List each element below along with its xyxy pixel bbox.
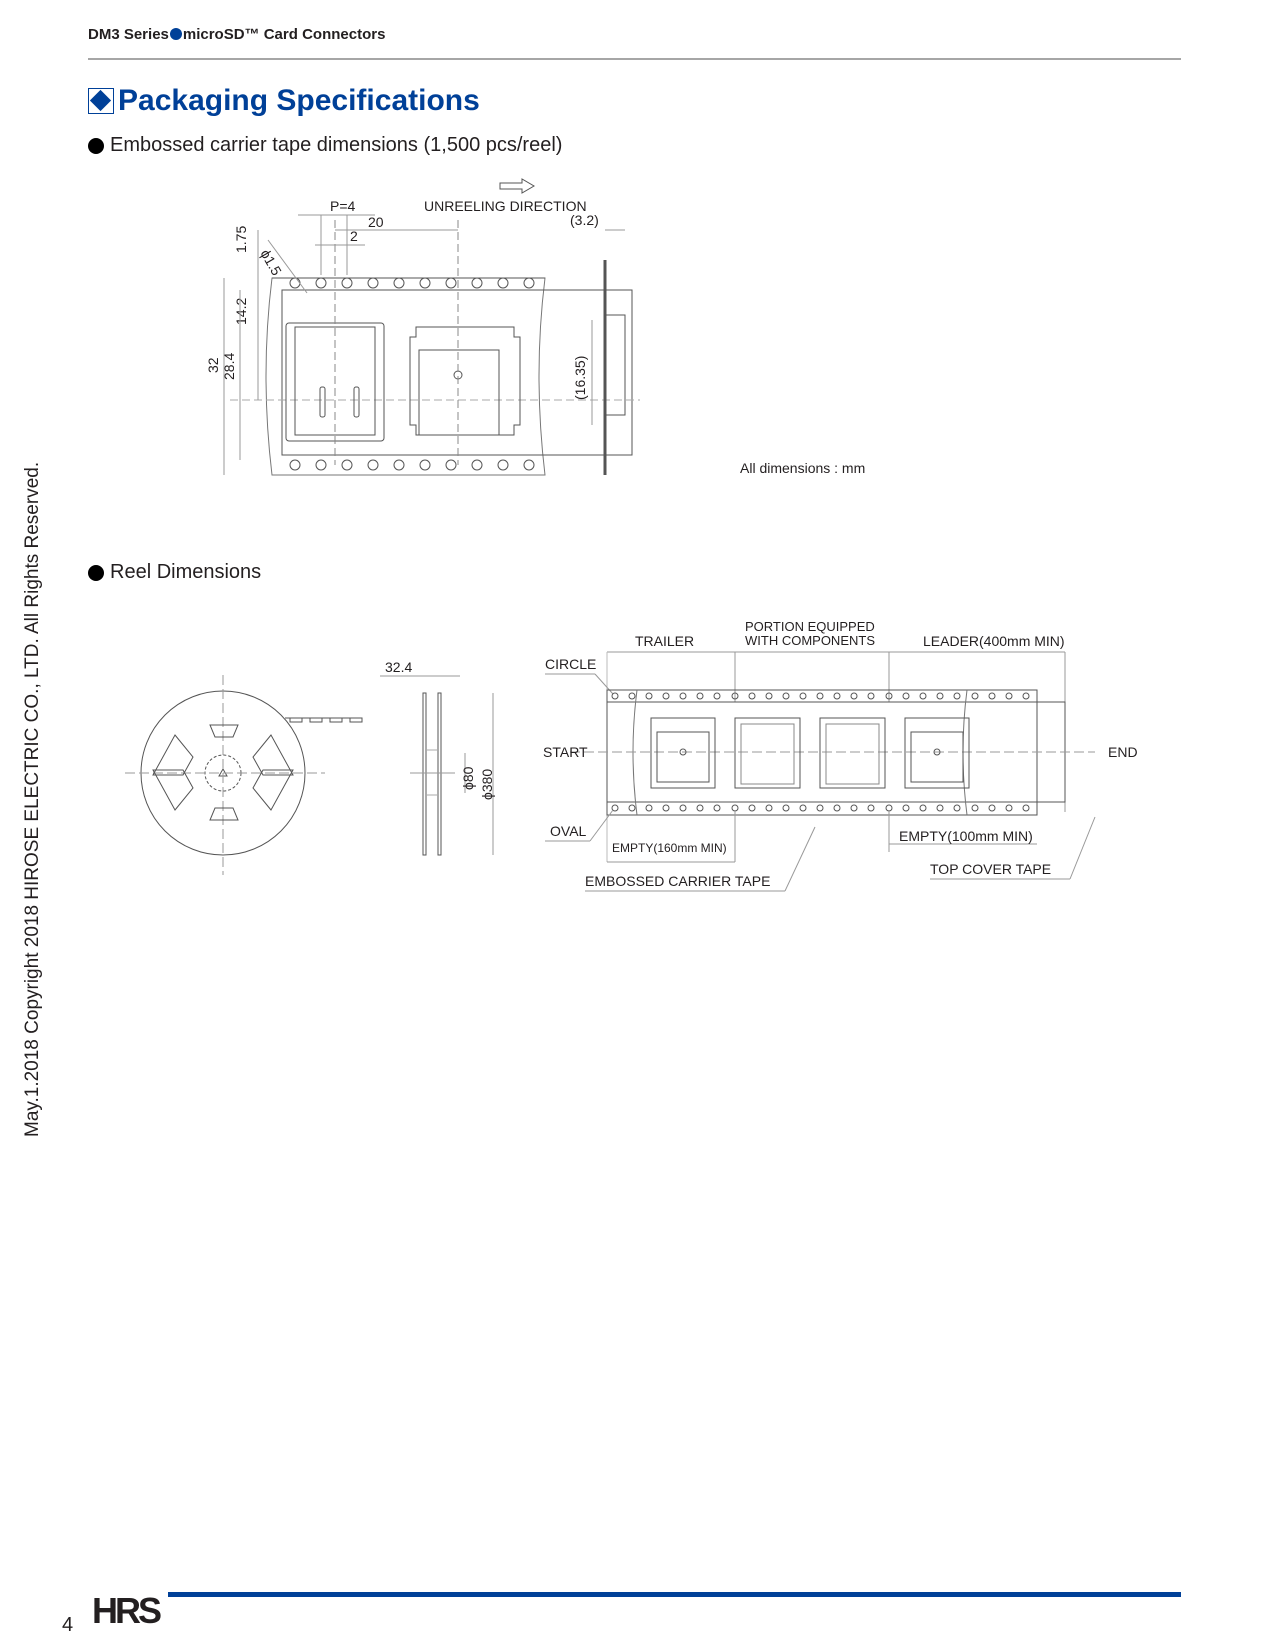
hrs-logo-icon: HRS: [92, 1591, 162, 1627]
section-heading-reel: Reel Dimensions: [88, 561, 261, 584]
bullet-icon: [88, 137, 104, 154]
carrier-tape-drawing: UNREELING DIRECTION P=4 20 2 ϕ1.5 1.75 1…: [205, 178, 640, 476]
svg-text:START: START: [543, 744, 588, 760]
svg-text:28.4: 28.4: [221, 353, 237, 380]
svg-text:EMPTY(160mm MIN): EMPTY(160mm MIN): [612, 841, 727, 855]
svg-text:2: 2: [350, 228, 358, 244]
svg-text:ϕ1.5: ϕ1.5: [257, 247, 285, 279]
running-header: DM3 Series microSD™ Card Connectors: [88, 26, 385, 43]
page-title-text: Packaging Specifications: [118, 84, 480, 117]
svg-text:CIRCLE: CIRCLE: [545, 656, 596, 672]
header-product: microSD™ Card Connectors: [182, 26, 386, 43]
header-rule: [88, 58, 1181, 60]
svg-text:TOP COVER TAPE: TOP COVER TAPE: [930, 861, 1051, 877]
reel-drawing: 32.4 ϕ80 ϕ380: [125, 659, 495, 875]
sprocket-holes-bottom: [289, 459, 535, 471]
svg-text:20: 20: [368, 214, 384, 230]
footer-rule: [168, 1592, 1181, 1597]
page-number: 4: [62, 1614, 74, 1636]
svg-text:PORTION EQUIPPED: PORTION EQUIPPED: [745, 619, 875, 634]
svg-text:ϕ380: ϕ380: [479, 769, 495, 800]
svg-text:OVAL: OVAL: [550, 823, 587, 839]
svg-text:32: 32: [205, 357, 221, 373]
copyright-side-text: May.1.2018 Copyright 2018 HIROSE ELECTRI…: [22, 461, 43, 1137]
section-heading-carrier-tape: Embossed carrier tape dimensions (1,500 …: [88, 134, 562, 157]
bullet-dot-icon: [169, 28, 182, 40]
svg-text:ϕ80: ϕ80: [460, 766, 476, 790]
section-heading-text: Embossed carrier tape dimensions (1,500 …: [110, 134, 563, 156]
page-title: Packaging Specifications: [88, 84, 480, 118]
arrow-right-icon: [499, 178, 535, 194]
header-series: DM3 Series: [88, 26, 169, 43]
section-heading-text: Reel Dimensions: [110, 561, 262, 583]
tape-layout-drawing: TRAILER PORTION EQUIPPED WITH COMPONENTS…: [543, 619, 1138, 892]
svg-text:WITH COMPONENTS: WITH COMPONENTS: [745, 633, 875, 648]
sprocket-holes-top: [289, 277, 535, 289]
svg-text:(3.2): (3.2): [570, 212, 599, 228]
svg-text:32.4: 32.4: [385, 659, 412, 675]
svg-text:1.75: 1.75: [233, 226, 249, 253]
svg-text:LEADER(400mm MIN): LEADER(400mm MIN): [923, 633, 1065, 649]
bullet-icon: [88, 564, 104, 581]
tape-holes: [611, 692, 1030, 812]
svg-text:14.2: 14.2: [233, 298, 249, 325]
direction-label: UNREELING DIRECTION: [424, 198, 587, 214]
units-note: All dimensions : mm: [740, 460, 866, 476]
svg-text:EMPTY(100mm MIN): EMPTY(100mm MIN): [899, 828, 1033, 844]
svg-text:(16.35): (16.35): [572, 356, 588, 400]
diamond-icon: [88, 88, 114, 114]
svg-text:TRAILER: TRAILER: [635, 633, 694, 649]
svg-text:HRS: HRS: [92, 1591, 161, 1627]
svg-text:P=4: P=4: [330, 198, 356, 214]
svg-text:EMBOSSED CARRIER TAPE: EMBOSSED CARRIER TAPE: [585, 873, 770, 889]
svg-text:END: END: [1108, 744, 1138, 760]
